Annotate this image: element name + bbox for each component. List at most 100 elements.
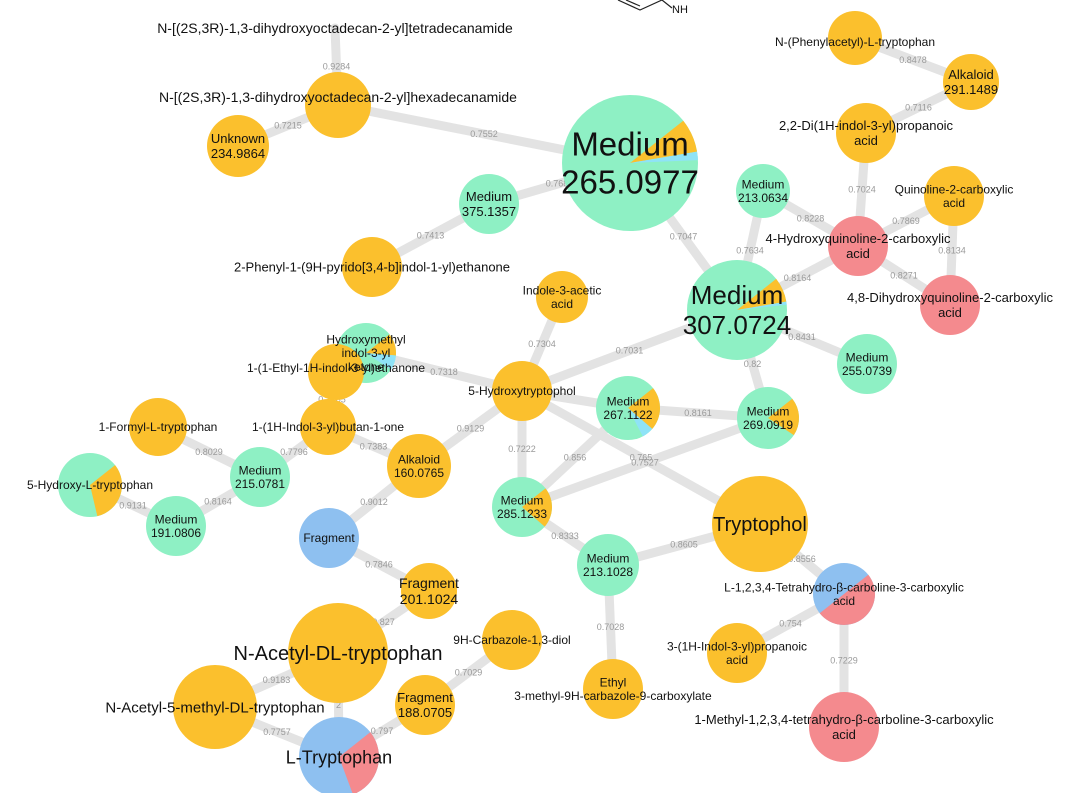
edge-weight: 0.7028	[597, 622, 625, 632]
node-alk160[interactable]	[387, 434, 451, 498]
node-label: Quinoline-2-carboxylic	[895, 182, 1014, 196]
edge-weight: 0.7846	[365, 560, 393, 570]
node-label: Medium	[846, 350, 889, 364]
node-phenylpyrido[interactable]	[342, 237, 402, 297]
node-label: 9H-Carbazole-1,3-diol	[453, 633, 570, 647]
edge-weight: 0.8271	[890, 271, 918, 281]
node-48dhq[interactable]	[920, 275, 980, 335]
node-m255[interactable]	[837, 334, 897, 394]
node-m285[interactable]	[492, 477, 553, 537]
node-hexa[interactable]	[305, 72, 371, 138]
node-acetyltrp[interactable]	[288, 603, 388, 703]
node-ipa[interactable]	[707, 623, 767, 683]
edge-weight: 0.7031	[616, 346, 644, 356]
node-m269[interactable]	[737, 387, 799, 449]
node-labels-layer: N-[(2S,3R)-1,3-dihydroxyoctadecan-2-yl]t…	[27, 20, 1053, 767]
node-m265[interactable]	[562, 95, 698, 231]
node-tryptophol[interactable]	[712, 476, 808, 572]
edge-weight: 0.8029	[195, 447, 223, 457]
node-pie-slice	[737, 278, 787, 310]
edge-weight: 0.8161	[684, 408, 712, 418]
edge-weight: 0.7229	[830, 656, 858, 666]
node-label: 201.1024	[400, 591, 459, 607]
node-label: Medium	[501, 493, 544, 507]
node-label: acid	[943, 196, 965, 210]
node-alk291[interactable]	[943, 54, 999, 110]
structure-nh-label: NH	[672, 4, 688, 16]
node-fragment[interactable]	[299, 508, 359, 568]
node-label: 1-Methyl-1,2,3,4-tetrahydro-β-carboline-…	[694, 712, 994, 727]
node-label: 160.0765	[394, 466, 444, 480]
node-label: ketone	[348, 360, 384, 374]
node-label: acid	[551, 297, 573, 311]
node-acetyl5me[interactable]	[173, 665, 257, 749]
edge-weight: 0.765	[630, 453, 653, 463]
node-frag188[interactable]	[395, 675, 455, 735]
node-label: Indole-3-acetic	[523, 283, 602, 297]
node-thbc[interactable]	[813, 563, 875, 625]
node-label: Medium	[747, 404, 790, 418]
node-ethylindole[interactable]	[308, 344, 364, 400]
node-label: 4,8-Dihydroxyquinoline-2-carboxylic	[847, 290, 1053, 305]
edge-weight: 0.7757	[263, 727, 291, 737]
node-label: Fragment	[303, 531, 355, 545]
node-ethylcarb[interactable]	[583, 659, 643, 719]
node-m213a[interactable]	[736, 164, 790, 218]
node-m375[interactable]	[459, 174, 519, 234]
node-label: L-Tryptophan	[286, 747, 392, 767]
node-iaa[interactable]	[536, 271, 588, 323]
node-m191[interactable]	[146, 496, 206, 556]
node-label: 269.0919	[743, 418, 793, 432]
edge-weight: 0.8164	[784, 273, 812, 283]
node-label: Fragment	[399, 575, 459, 591]
node-label: 2,2-Di(1H-indol-3-yl)propanoic	[779, 118, 954, 133]
node-unknown[interactable]	[207, 115, 269, 177]
node-label: L-1,2,3,4-Tetrahydro-β-carboline-3-carbo…	[724, 580, 964, 594]
node-formyl[interactable]	[129, 398, 187, 456]
node-label: Medium	[587, 551, 630, 565]
node-frag201[interactable]	[401, 563, 457, 619]
edge-weight: 0.9129	[457, 424, 485, 434]
node-m307[interactable]	[687, 260, 787, 360]
node-label: Medium	[466, 189, 512, 204]
node-label: 234.9864	[211, 146, 265, 161]
edge-weight: 0.8228	[797, 214, 825, 224]
node-m213b[interactable]	[577, 534, 639, 596]
edge-weight: 0.7029	[455, 668, 483, 678]
node-mthbc[interactable]	[809, 692, 879, 762]
edge-weight: 2	[336, 700, 341, 710]
node-ltrp[interactable]	[299, 717, 379, 793]
node-m215[interactable]	[230, 447, 290, 507]
node-carbdiol[interactable]	[482, 610, 542, 670]
edge-weight: 0.7215	[274, 121, 302, 131]
node-label: N-[(2S,3R)-1,3-dihydroxyoctadecan-2-yl]h…	[159, 89, 517, 105]
node-m267[interactable]	[596, 376, 660, 440]
edge-weight: 0.9284	[323, 62, 351, 72]
edge-weight: 0.827	[372, 617, 395, 627]
node-diindolyl[interactable]	[836, 103, 896, 163]
node-5htp[interactable]	[58, 453, 122, 517]
edge-weight: 0.754	[779, 619, 802, 629]
node-label: acid	[938, 305, 962, 320]
node-label: indol-3-yl	[342, 346, 391, 360]
node-label: Hydroxymethyl	[326, 332, 405, 346]
edge	[517, 413, 773, 512]
node-label: N-[(2S,3R)-1,3-dihydroxyoctadecan-2-yl]t…	[157, 20, 513, 36]
node-label: N-(Phenylacetyl)-L-tryptophan	[775, 35, 935, 49]
node-4hq[interactable]	[828, 216, 888, 276]
node-label: acid	[846, 246, 870, 261]
edge-weight: 0.7222	[508, 444, 536, 454]
edge-weight: 0.8431	[788, 332, 816, 342]
node-quinoline[interactable]	[924, 166, 984, 226]
indole-structure-fragment: NH	[617, 0, 688, 16]
edge-weight: 0.7796	[280, 447, 308, 457]
node-label: 213.0634	[738, 191, 788, 205]
node-5htol[interactable]	[492, 361, 552, 421]
edge-weight: 0.7634	[736, 246, 764, 256]
node-phenylacetyl[interactable]	[828, 11, 882, 65]
node-label: Alkaloid	[398, 452, 440, 466]
node-butanone[interactable]	[300, 399, 356, 455]
node-label: 213.1028	[583, 565, 633, 579]
node-label: Tryptophol	[713, 514, 807, 536]
